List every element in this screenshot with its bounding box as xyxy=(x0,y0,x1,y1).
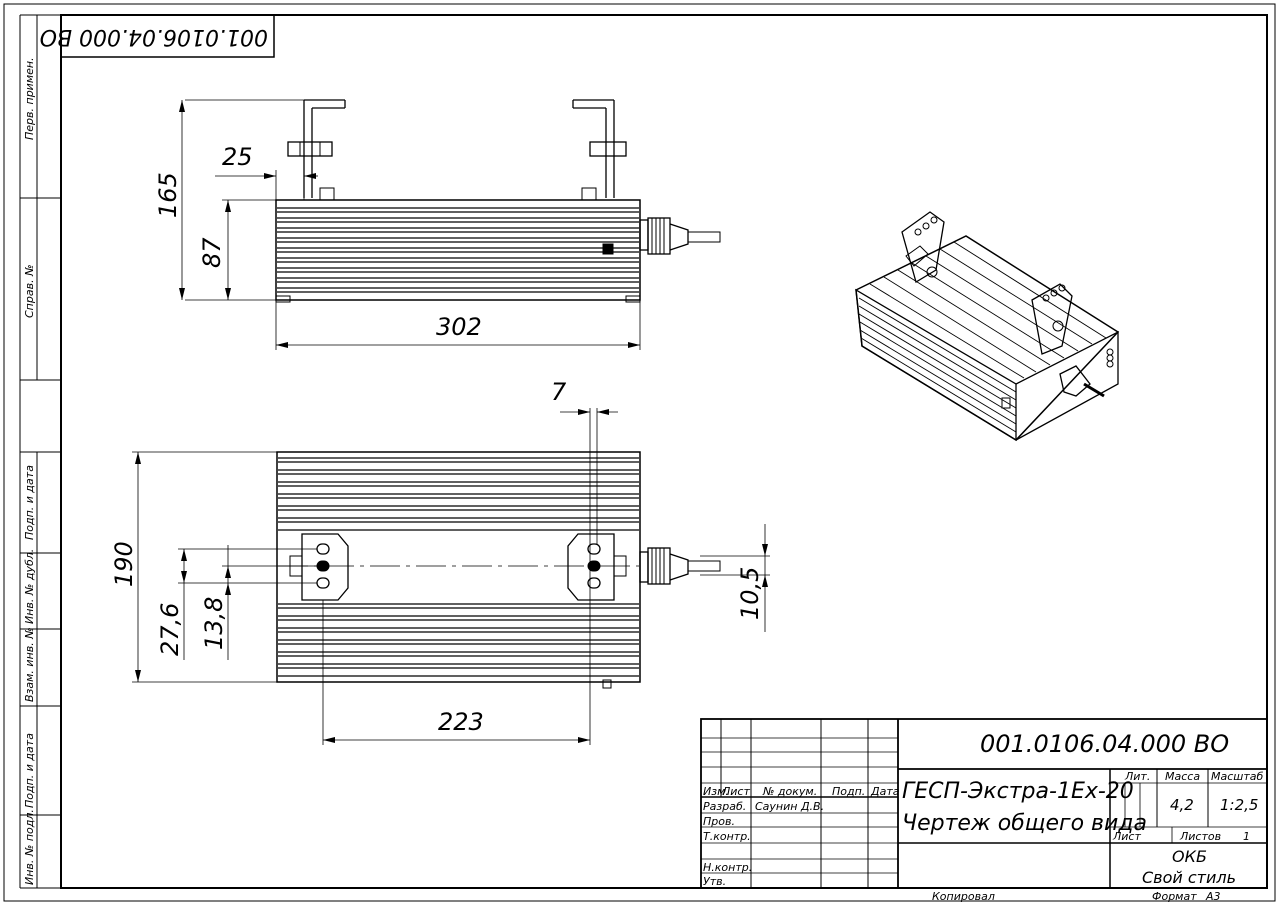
sprav-no-label: Справ. № xyxy=(23,264,36,318)
dim-27-6: 27,6 xyxy=(156,603,184,656)
rotated-designation: 001.0106.04.000 ВО xyxy=(40,24,268,49)
listov-value: 1 xyxy=(1243,830,1250,843)
isometric-view xyxy=(855,211,1120,442)
masshtab-value: 1:2,5 xyxy=(1220,796,1258,814)
n-dokum-label: № докум. xyxy=(762,785,817,798)
podp-data-label-2: Подп. и дата xyxy=(23,733,36,808)
top-view: 7 190 27,6 13,8 223 10,5 xyxy=(110,378,770,745)
dim-165: 165 xyxy=(154,172,182,218)
front-view: 165 87 25 302 xyxy=(154,99,721,350)
utv-label: Утв. xyxy=(703,875,726,888)
lit-label: Лит. xyxy=(1124,770,1150,783)
dim-223: 223 xyxy=(438,708,484,736)
data-label: Дата xyxy=(870,785,900,798)
n-kontr-label: Н.контр. xyxy=(703,861,752,874)
title-designation: 001.0106.04.000 ВО xyxy=(980,730,1229,758)
list-label-2: Лист xyxy=(1112,830,1141,843)
podp-data-label-1: Подп. и дата xyxy=(23,465,36,540)
dim-10-5: 10,5 xyxy=(736,567,764,620)
inv-dubl-label: Инв. № дубл. xyxy=(23,549,36,624)
masshtab-label: Масштаб xyxy=(1211,770,1263,783)
title-block: 001.0106.04.000 ВО ГЕСП-Экстра-1Ех-20 Че… xyxy=(700,718,1268,889)
drawing-name: Чертеж общего вида xyxy=(902,811,1147,836)
inv-podl-label: Инв. № подл. xyxy=(23,809,36,885)
rotated-designation-box: 001.0106.04.000 ВО xyxy=(40,14,275,58)
outer-frame xyxy=(3,3,1276,902)
format-label: Формат xyxy=(1152,890,1197,903)
dim-13-8: 13,8 xyxy=(200,597,228,650)
left-strip: Перв. примен. Справ. № Подп. и дата Инв.… xyxy=(19,14,61,889)
kopiroval-label: Копировал xyxy=(932,890,995,903)
dim-87: 87 xyxy=(198,237,226,268)
podp-label: Подп. xyxy=(832,785,865,798)
dim-7: 7 xyxy=(551,378,567,406)
list-label: Лист xyxy=(721,785,750,798)
vzam-inv-label: Взам. инв. № xyxy=(23,627,36,702)
product-name: ГЕСП-Экстра-1Ех-20 xyxy=(902,779,1134,804)
izm-label: Изм. xyxy=(703,785,729,798)
massa-label: Масса xyxy=(1165,770,1200,783)
razrab-name: Саунин Д.В. xyxy=(755,800,824,813)
listov-label: Листов xyxy=(1179,830,1221,843)
dim-25: 25 xyxy=(222,143,253,171)
dim-302: 302 xyxy=(436,313,482,341)
org-line2: Свой стиль xyxy=(1142,868,1236,887)
org-line1: ОКБ xyxy=(1172,847,1207,866)
dim-190: 190 xyxy=(110,541,138,587)
prov-label: Пров. xyxy=(703,815,735,828)
t-kontr-label: Т.контр. xyxy=(703,830,751,843)
perv-primen-label: Перв. примен. xyxy=(23,57,36,140)
razrab-label: Разраб. xyxy=(703,800,746,813)
massa-value: 4,2 xyxy=(1170,796,1194,814)
format-value: А3 xyxy=(1205,890,1221,903)
